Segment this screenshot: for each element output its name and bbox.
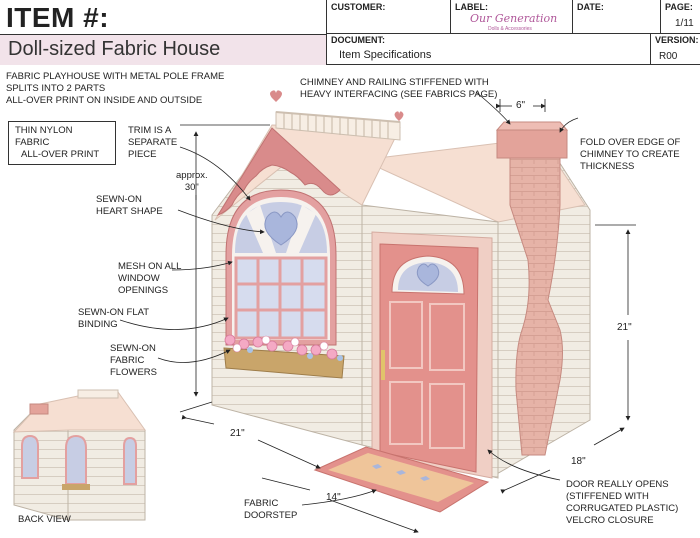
header-divider — [326, 33, 700, 34]
page-label: PAGE: — [665, 2, 693, 12]
chimney — [495, 121, 569, 456]
customer-label: CUSTOMER: — [331, 2, 386, 12]
right-height-dimension: 21" — [617, 322, 632, 333]
doorstep-note: FABRIC DOORSTEP — [244, 498, 298, 521]
chimney-width-dimension: 6" — [516, 100, 526, 111]
side-depth-dimension: 18" — [571, 456, 586, 467]
flower-box — [223, 334, 345, 379]
label-cell: LABEL: — [450, 0, 573, 33]
page-cell: PAGE: 1/11 — [660, 0, 700, 33]
nylon-fabric-callout: THIN NYLON FABRIC ALL-OVER PRINT — [8, 121, 116, 165]
document-label: DOCUMENT: — [331, 35, 385, 45]
trim-note: TRIM IS A SEPARATE PIECE — [128, 125, 178, 160]
chimney-note: CHIMNEY AND RAILING STIFFENED WITH HEAVY… — [300, 77, 498, 100]
document-cell: DOCUMENT: Item Specifications — [326, 33, 651, 64]
heart-applique — [264, 211, 298, 246]
page-value: 1/11 — [675, 18, 694, 29]
front-width-dimension: 21" — [230, 428, 245, 439]
product-name-bar: Doll-sized Fabric House — [0, 34, 326, 65]
doorstep-mat — [313, 446, 490, 513]
door-note: DOOR REALLY OPENS (STIFFENED WITH CORRUG… — [566, 479, 679, 526]
back-view-house — [12, 389, 146, 521]
version-cell: VERSION: R00 — [650, 33, 700, 64]
brand-tagline: Dolls & Accessories — [488, 26, 532, 32]
title-block: ITEM #: Doll-sized Fabric House CUSTOMER… — [0, 0, 700, 65]
fold-chimney-note: FOLD OVER EDGE OF CHIMNEY TO CREATE THIC… — [580, 137, 681, 172]
date-label: DATE: — [577, 2, 604, 12]
arched-window — [225, 189, 337, 346]
customer-cell: CUSTOMER: — [326, 0, 451, 33]
height-approx-note: approx. 30" — [176, 170, 208, 193]
label-label: LABEL: — [455, 2, 488, 12]
door-heart — [416, 263, 440, 287]
brand-logo: Our Generation — [470, 12, 558, 25]
back-view-label: BACK VIEW — [18, 514, 71, 525]
heart-note: SEWN-ON HEART SHAPE — [96, 194, 163, 217]
scallop-trim — [216, 127, 341, 216]
front-door — [371, 231, 493, 479]
item-number-label: ITEM #: — [6, 2, 110, 33]
intro-notes: FABRIC PLAYHOUSE WITH METAL POLE FRAME S… — [6, 71, 225, 106]
mesh-note: MESH ON ALL WINDOW OPENINGS — [118, 261, 182, 296]
version-label: VERSION: — [655, 35, 699, 45]
date-cell: DATE: — [572, 0, 661, 33]
document-value: Item Specifications — [339, 49, 432, 61]
product-name: Doll-sized Fabric House — [8, 38, 221, 60]
binding-note: SEWN-ON FLAT BINDING — [78, 307, 150, 330]
roof-railing — [270, 90, 404, 141]
version-value: R00 — [659, 51, 678, 62]
flowers-note: SEWN-ON FABRIC FLOWERS — [110, 343, 157, 378]
step-width-dimension: 14" — [326, 492, 341, 503]
